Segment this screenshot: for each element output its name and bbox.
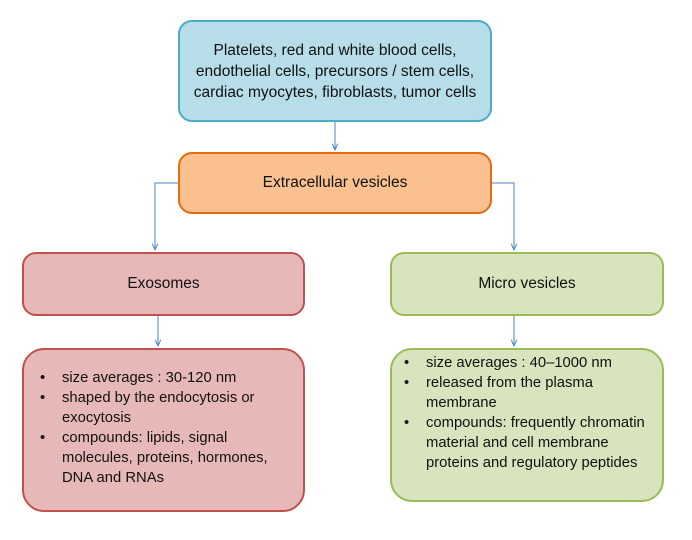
arrow-ev-to-micro-vesicles [492,182,514,250]
bullet-icon: • [40,370,46,386]
micro-vesicles-box: Micro vesicles [390,252,664,316]
bullet-icon: • [404,415,410,431]
list-item: • size averages : 30-120 nm [38,368,293,388]
micro-vesicles-label: Micro vesicles [478,275,576,292]
micro-origin-text: released from the plasma membrane [426,375,593,411]
list-item: • released from the plasma membrane [402,373,654,413]
micro-compounds-text: compounds: frequently chromatin material… [426,415,645,471]
source-cells-text: Platelets, red and white blood cells, en… [193,41,477,101]
exosomes-origin-text: shaped by the endocytosis or exocytosis [62,390,255,426]
micro-vesicles-details-list: • size averages : 40–1000 nm • released fr… [392,350,662,473]
exosomes-size-text: size averages : 30-120 nm [62,370,237,386]
extracellular-vesicles-label: Extracellular vesicles [262,174,408,191]
exosomes-compounds-text: compounds: lipids, signal molecules, pro… [62,430,268,486]
exosomes-details-list: • size averages : 30-120 nm • shaped by th… [24,350,303,488]
exosomes-box: Exosomes [22,252,305,316]
list-item: • compounds: frequently chromatin materia… [402,413,654,473]
exosomes-label: Exosomes [127,275,200,292]
arrow-ev-to-exosomes [155,182,178,250]
bullet-icon: • [40,390,46,406]
extracellular-vesicles-box: Extracellular vesicles [178,152,492,214]
source-cells-box: Platelets, red and white blood cells, en… [178,20,492,122]
micro-size-text: size averages : 40–1000 nm [426,355,612,371]
micro-vesicles-details-box: • size averages : 40–1000 nm • released fr… [390,348,664,502]
list-item: • size averages : 40–1000 nm [402,353,654,373]
list-item: • compounds: lipids, signal molecules, pr… [38,428,293,488]
bullet-icon: • [40,430,46,446]
bullet-icon: • [404,375,410,391]
exosomes-details-box: • size averages : 30-120 nm • shaped by th… [22,348,305,512]
list-item: • shaped by the endocytosis or exocytosis [38,388,293,428]
bullet-icon: • [404,355,410,371]
